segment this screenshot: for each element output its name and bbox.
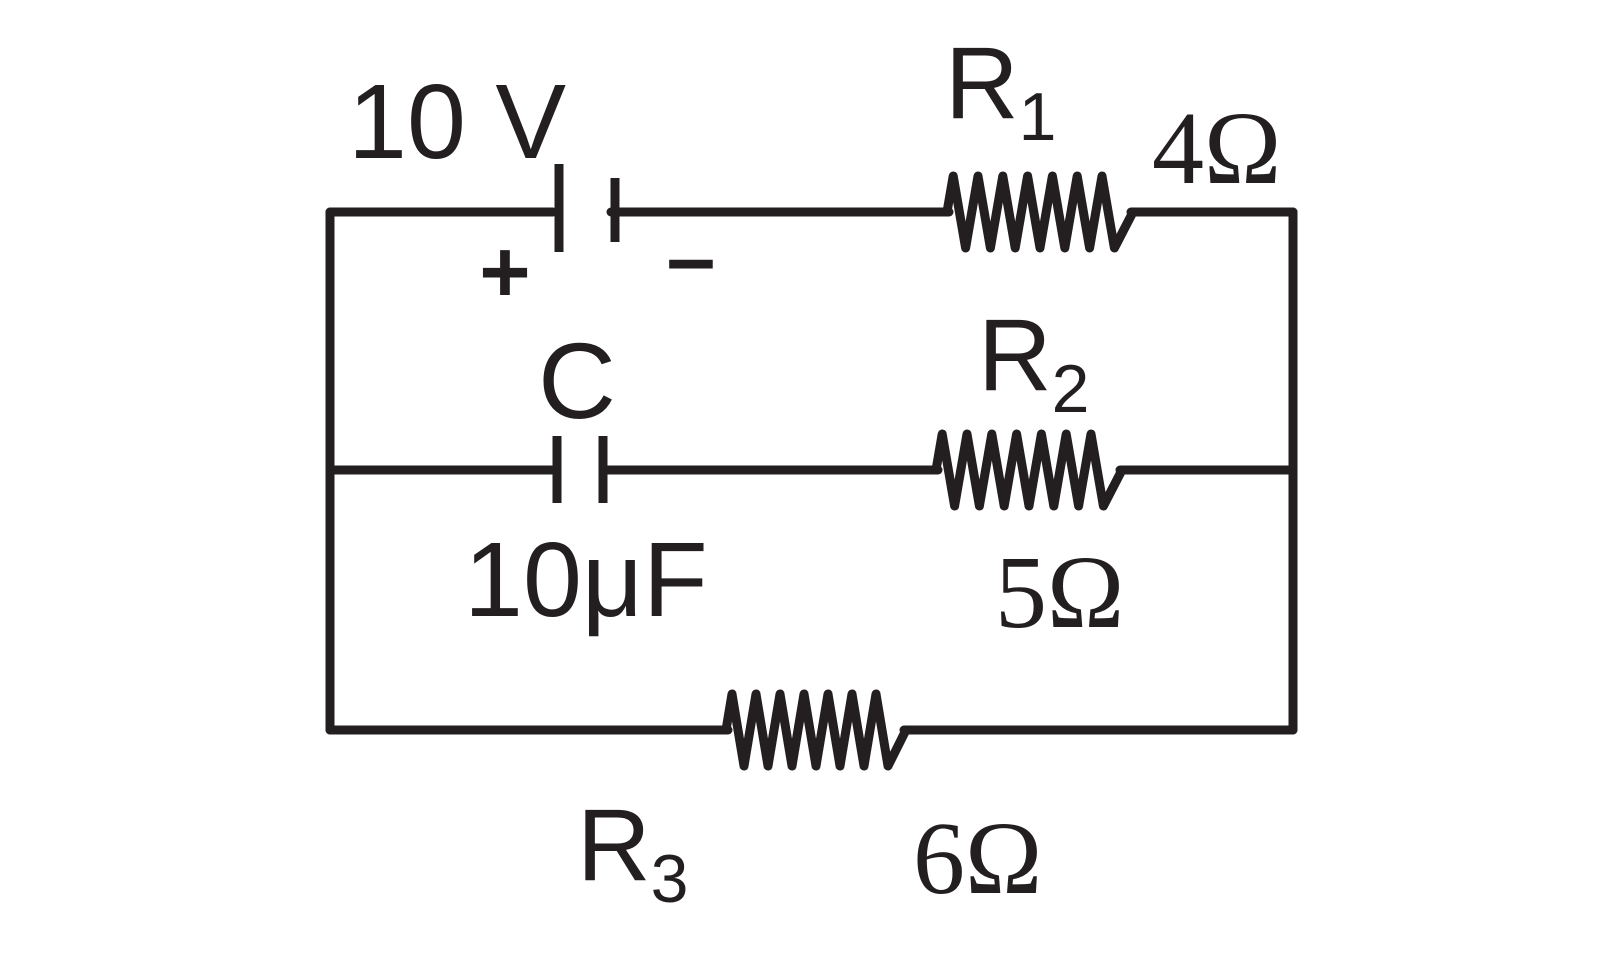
resistor-r2: R2 5Ω [931, 298, 1127, 650]
resistor-r2-coil [931, 429, 1127, 511]
resistor-r2-name: R2 [978, 298, 1090, 427]
battery: 10 V + – [348, 63, 715, 321]
resistor-r3-value: 6Ω [913, 801, 1042, 916]
resistor-r1: R1 4Ω [942, 26, 1281, 253]
resistor-r3: R3 6Ω [577, 689, 1042, 917]
resistor-r3-name: R3 [577, 788, 689, 917]
battery-voltage-label: 10 V [348, 63, 566, 181]
circuit-wires [325, 207, 1298, 735]
capacitor-name-label: C [538, 320, 616, 441]
capacitor-value-label: 10μF [464, 521, 708, 639]
resistor-r3-coil [721, 689, 911, 771]
resistor-r1-value: 4Ω [1152, 91, 1281, 206]
battery-plus-sign: + [479, 222, 530, 321]
resistor-r1-coil [942, 171, 1138, 253]
battery-minus-sign: – [667, 208, 716, 307]
resistor-r2-value: 5Ω [995, 535, 1124, 650]
capacitor: C 10μF [464, 320, 708, 639]
resistor-r1-name: R1 [945, 26, 1057, 155]
